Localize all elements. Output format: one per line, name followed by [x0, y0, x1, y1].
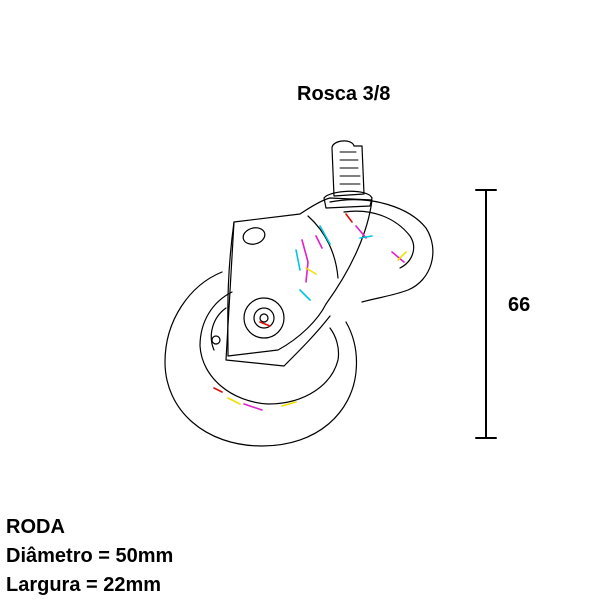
- color-artifacts: [213, 213, 407, 411]
- specs-title: RODA: [6, 516, 65, 538]
- height-dimension: [475, 189, 497, 439]
- swivel-housing: [329, 199, 434, 303]
- wheel-outer-outline: [164, 271, 358, 447]
- wheel-inner-rim: [199, 291, 340, 405]
- fork-plate: [227, 197, 373, 357]
- wheel-hub-recess: [210, 307, 227, 351]
- fork-plate-bevel: [307, 215, 339, 279]
- axle-inner: [253, 307, 275, 329]
- specs-width: Largura = 22mm: [6, 574, 162, 596]
- fork-plate-edge: [225, 221, 331, 367]
- stem-threads: [339, 151, 361, 185]
- threaded-stem: [331, 140, 365, 197]
- axle-outer-ring: [243, 297, 285, 339]
- wheel-hub-mark: [211, 335, 221, 345]
- thread-label: Rosca 3/8: [297, 83, 391, 105]
- stem-collar: [323, 190, 373, 209]
- specs-diameter: Diâmetro = 50mm: [6, 545, 174, 567]
- swivel-housing-inner: [343, 210, 415, 269]
- fork-slot-hole: [242, 227, 266, 245]
- axle-center: [259, 313, 269, 323]
- height-dimension-label: 66: [508, 294, 531, 316]
- wheel-specs: RODA Diâmetro = 50mm Largura = 22mm: [6, 513, 173, 600]
